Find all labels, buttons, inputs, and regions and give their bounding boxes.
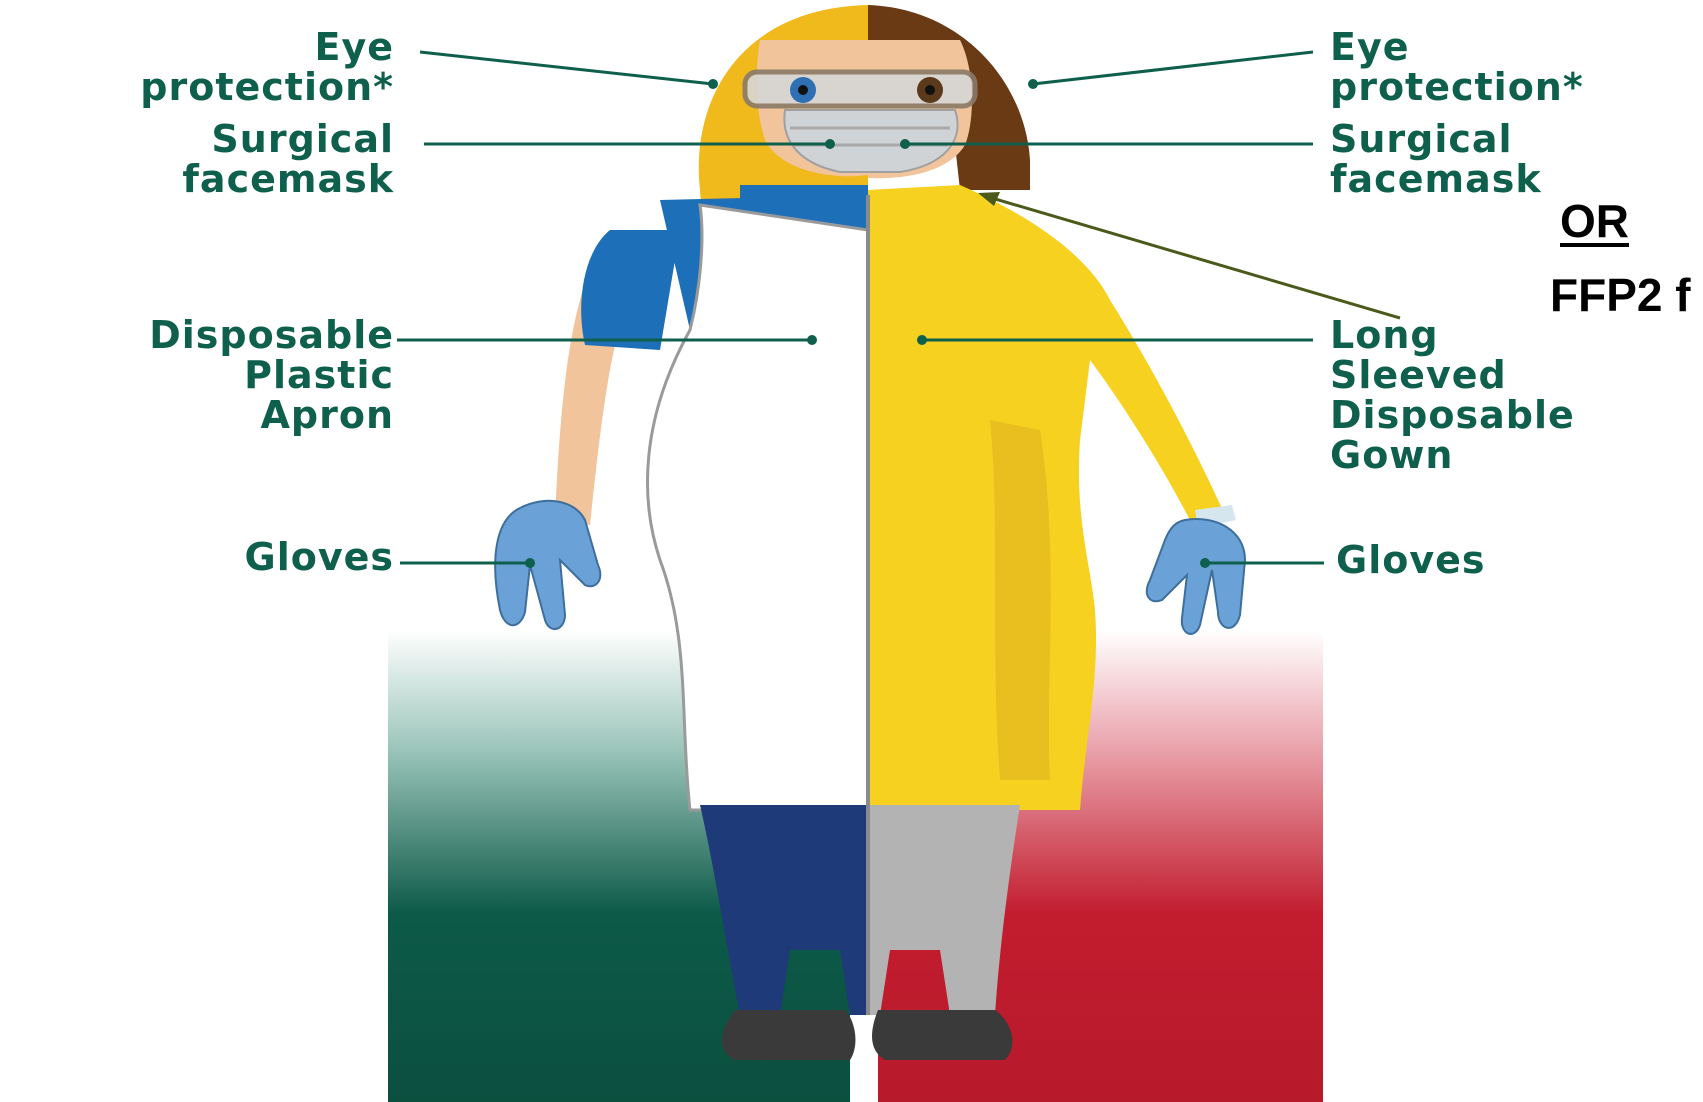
or-text: OR <box>1560 196 1629 246</box>
label-surgical-facemask-left: Surgical facemask <box>182 119 394 199</box>
label-eye-protection-left: Eye protection* <box>140 27 394 107</box>
label-long-sleeved-gown: Long Sleeved Disposable Gown <box>1330 315 1575 475</box>
right-glove-shape <box>1147 519 1245 634</box>
label-surgical-facemask-right: Surgical facemask <box>1330 119 1542 199</box>
left-glove-shape <box>495 501 600 629</box>
label-plastic-apron: Disposable Plastic Apron <box>149 315 394 435</box>
goggles-icon <box>745 72 975 106</box>
label-gloves-left: Gloves <box>245 537 394 577</box>
label-gloves-right: Gloves <box>1336 540 1485 580</box>
label-eye-protection-right: Eye protection* <box>1330 27 1584 107</box>
blue-sleeve <box>581 230 680 350</box>
ffp2-text: FFP2 f <box>1550 270 1691 320</box>
